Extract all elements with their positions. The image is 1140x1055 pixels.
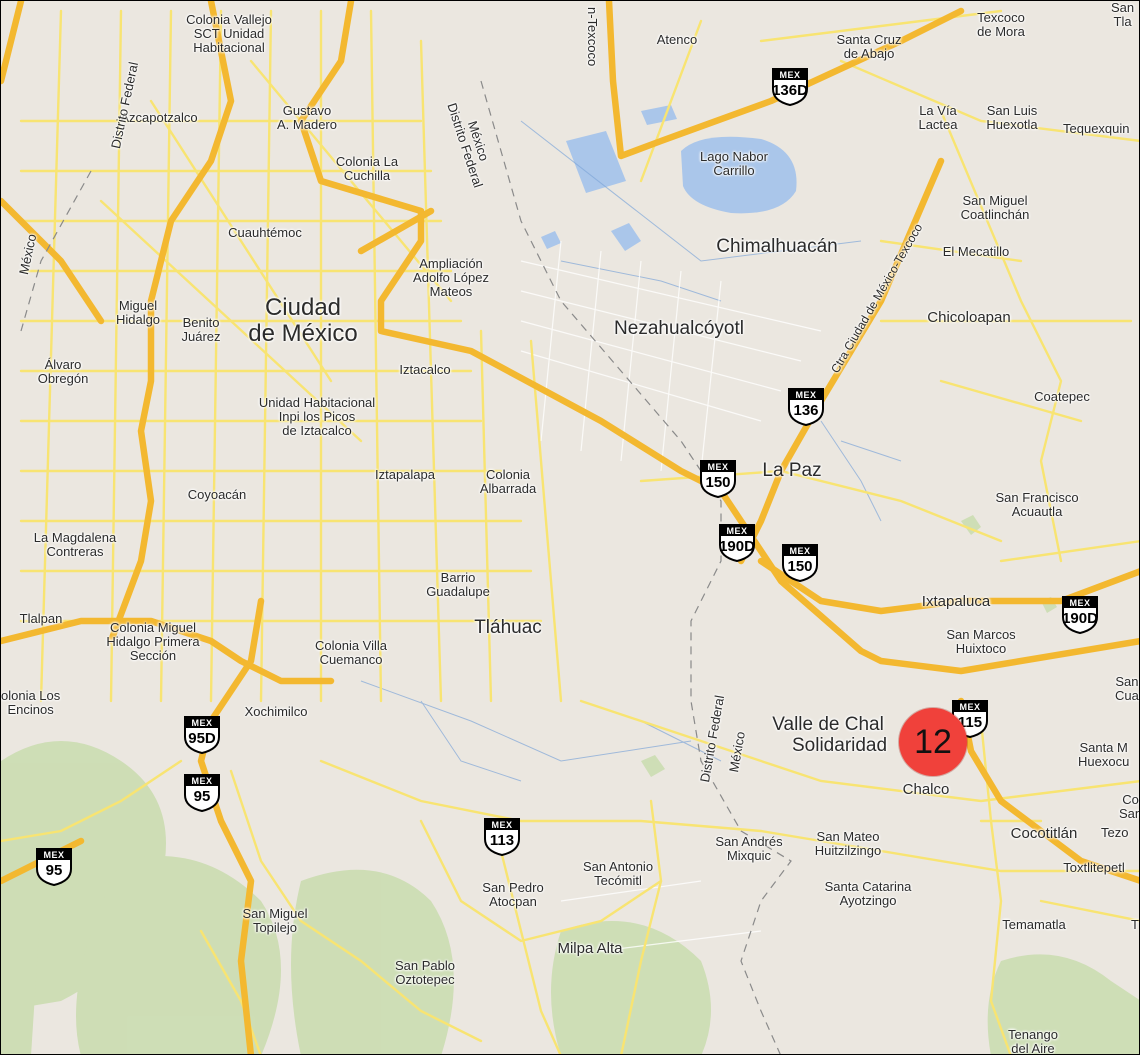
label-iztapalapa: Iztapalapa	[375, 467, 435, 482]
label-xochimilco: Xochimilco	[244, 704, 308, 719]
label-temamatla: Temamatla	[1002, 917, 1066, 932]
location-marker-12[interactable]: 12	[899, 708, 967, 776]
label-coatepec: Coatepec	[1034, 389, 1090, 404]
label-tequexquinahuac: Tequexquin	[1063, 121, 1130, 136]
canals	[360, 120, 902, 782]
label-tlalpan: Tlalpan	[19, 611, 63, 626]
label-atenco: Atenco	[656, 32, 698, 47]
marker-number: 12	[914, 723, 952, 761]
water-bodies	[541, 105, 797, 251]
label-la-paz: La Paz	[762, 460, 822, 481]
label-ixtapaluca: Ixtapaluca	[921, 593, 991, 610]
label-cocotitlan: Cocotitlán	[1010, 825, 1078, 842]
state-border	[20, 80, 792, 1054]
label-chicoloapan: Chicoloapan	[927, 309, 1011, 326]
label-nezahualcoyotl: Nezahualcóyotl	[614, 318, 744, 339]
local-streets	[520, 240, 822, 952]
label-cuauhtemoc: Cuauhtémoc	[228, 225, 302, 240]
label-milpa-alta: Milpa Alta	[557, 940, 623, 957]
label-chalco: Chalco	[902, 781, 950, 798]
label-coyoacan: Coyoacán	[187, 487, 247, 502]
label-el-mecatillo: El Mecatillo	[942, 244, 1010, 259]
label-tlahuac: Tláhuac	[474, 617, 542, 638]
label-tezo: Tezo	[1101, 825, 1129, 840]
label-azcapotzalco: Azcapotzalco	[120, 110, 198, 125]
green-areas	[1, 515, 1139, 1054]
label-toxtlitepetl: Toxtlitepetl	[1063, 860, 1125, 875]
label-t-right: T	[1131, 917, 1139, 932]
label-texcoco-road: n-Texcoco	[585, 7, 600, 67]
secondary-roads	[1, 9, 1139, 1054]
label-chimalhuacan: Chimalhuacán	[716, 236, 838, 257]
label-iztacalco: Iztacalco	[399, 362, 451, 377]
